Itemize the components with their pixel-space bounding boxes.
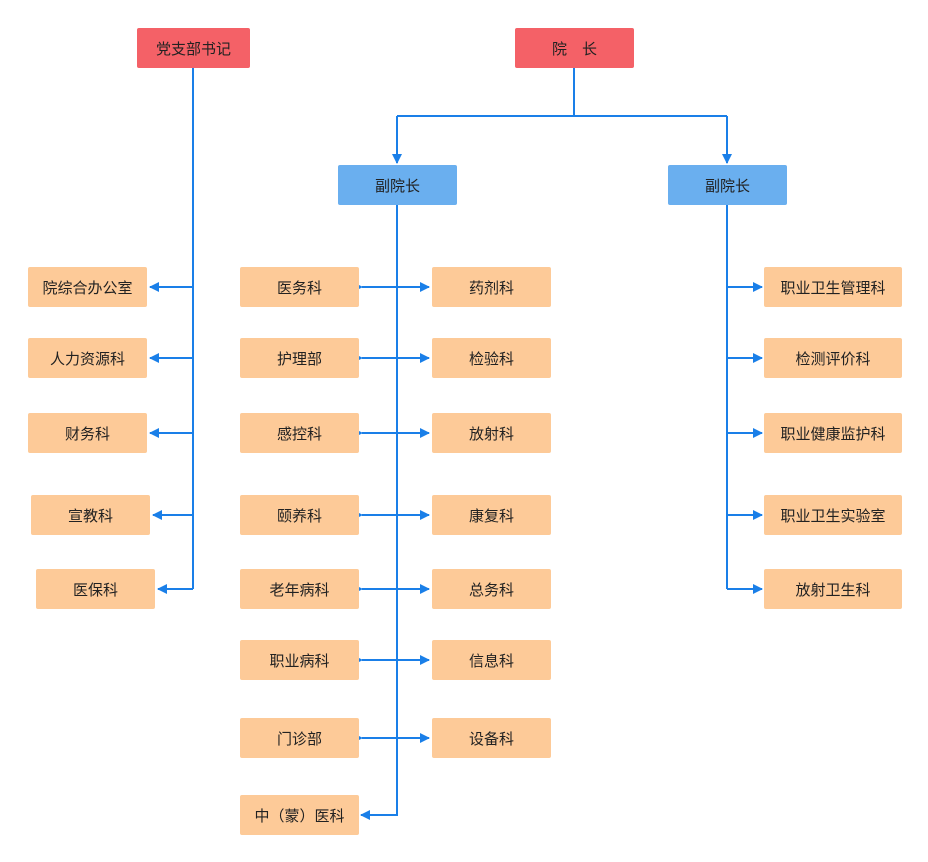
vp2-dept-5: 放射卫生科 (764, 569, 902, 609)
vp1-left-dept-5: 老年病科 (240, 569, 359, 609)
vp1-left-dept-2: 护理部 (240, 338, 359, 378)
vp1-right-dept-4: 康复科 (432, 495, 551, 535)
president-box: 院 长 (515, 28, 634, 68)
vp1-right-dept-6: 信息科 (432, 640, 551, 680)
vp1-left-dept-3: 感控科 (240, 413, 359, 453)
secretary-box: 党支部书记 (137, 28, 250, 68)
vp1-spine (360, 205, 398, 820)
vp1-left-dept-6: 职业病科 (240, 640, 359, 680)
vp1-left-dept-8: 中（蒙）医科 (240, 795, 359, 835)
vp1-right-dept-5: 总务科 (432, 569, 551, 609)
vp1-right-dept-7: 设备科 (432, 718, 551, 758)
vp1-left-dept-1: 医务科 (240, 267, 359, 307)
vp2-dept-3: 职业健康监护科 (764, 413, 902, 453)
vp1-left-dept-4: 颐养科 (240, 495, 359, 535)
secretary-dept-3: 财务科 (28, 413, 147, 453)
secretary-dept-1: 院综合办公室 (28, 267, 147, 307)
vp2-dept-4: 职业卫生实验室 (764, 495, 902, 535)
secretary-dept-4: 宣教科 (31, 495, 150, 535)
vp1-left-dept-7: 门诊部 (240, 718, 359, 758)
vp2-dept-1: 职业卫生管理科 (764, 267, 902, 307)
secretary-dept-2: 人力资源科 (28, 338, 147, 378)
vp1-right-dept-2: 检验科 (432, 338, 551, 378)
vp1-right-dept-1: 药剂科 (432, 267, 551, 307)
vp2-dept-2: 检测评价科 (764, 338, 902, 378)
secretary-dept-5: 医保科 (36, 569, 155, 609)
vice-president-2-box: 副院长 (668, 165, 787, 205)
vp1-right-dept-3: 放射科 (432, 413, 551, 453)
vice-president-1-box: 副院长 (338, 165, 457, 205)
